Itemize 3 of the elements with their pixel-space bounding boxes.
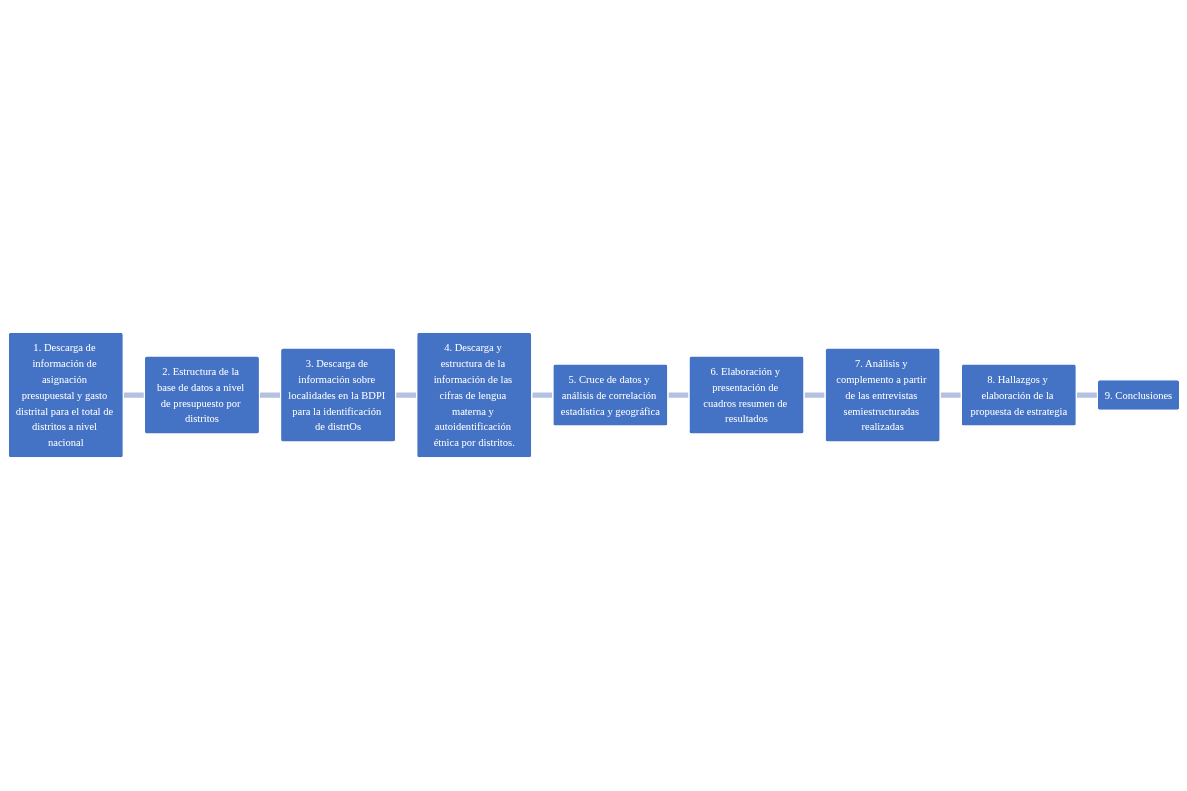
connector — [939, 392, 962, 399]
connector — [1075, 392, 1099, 399]
connector — [122, 392, 146, 399]
